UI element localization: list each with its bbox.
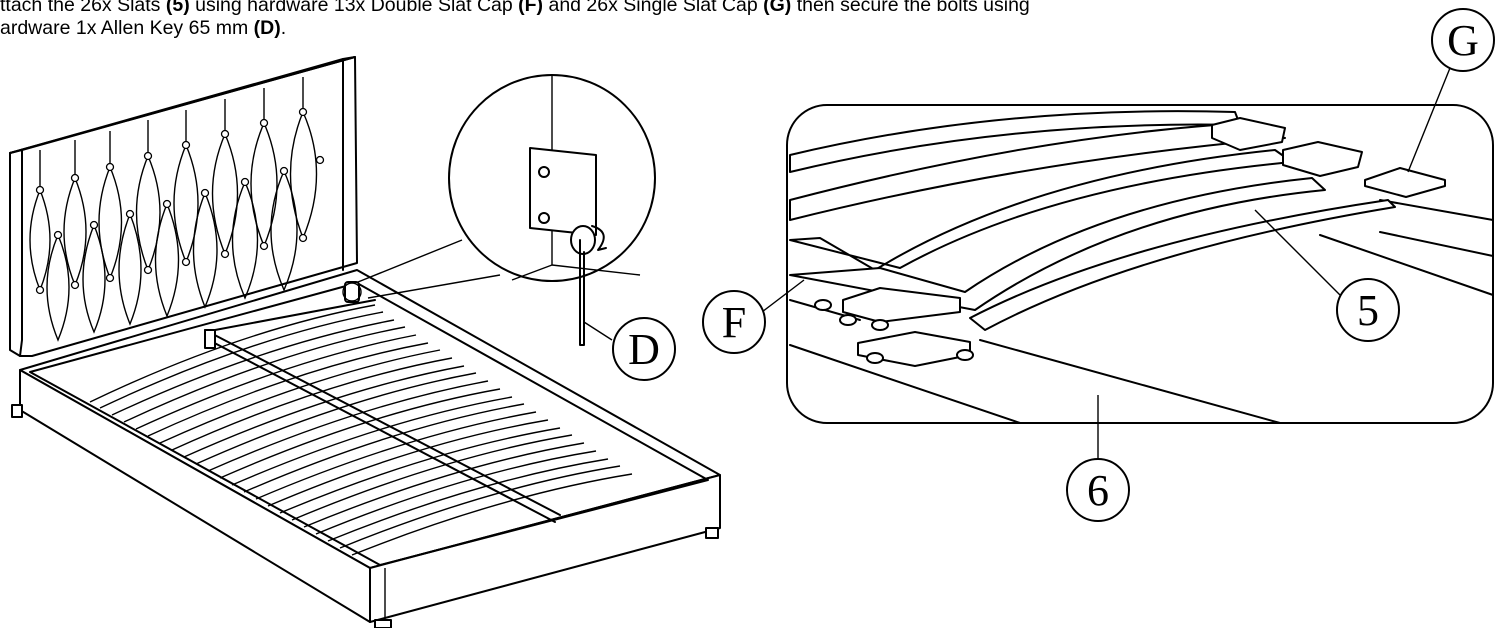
bolt-head: [570, 225, 596, 255]
double-slat-cap: [842, 287, 961, 323]
slat-end-cap: [1211, 117, 1286, 151]
single-slat-cap: [1364, 167, 1446, 198]
line1-segment: ttach the 26x Slats: [0, 0, 166, 16]
callout-F: F: [702, 290, 766, 354]
bed-slats: [89, 304, 633, 556]
callout-leaders: [583, 67, 1451, 460]
callout-5: 5: [1336, 278, 1400, 342]
line2-segment: ardware 1x Allen Key 65 mm: [0, 17, 254, 39]
line2-segment: .: [280, 17, 287, 39]
bolt-location: [344, 281, 360, 303]
callout-6: 6: [1066, 458, 1130, 522]
line1-segment: using hardware 13x Double Slat Cap: [189, 0, 519, 16]
callout-label-5: 5: [1357, 286, 1379, 335]
bed-frame-foot: [369, 474, 721, 623]
line1-segment: (5): [165, 0, 190, 16]
callout-label-D: D: [628, 325, 660, 374]
callout-label-6: 6: [1087, 466, 1109, 515]
bolt-detail-magnifier: [357, 74, 656, 346]
callout-label-G: G: [1447, 16, 1479, 65]
bed-drawing: [9, 56, 721, 628]
callout-label-F: F: [722, 298, 746, 347]
instruction-line-2: ardware 1x Allen Key 65 mm (D).: [0, 17, 1030, 40]
slat-end-cap: [1282, 141, 1363, 177]
line1-segment: and 26x Single Slat Cap: [543, 0, 764, 16]
line2-segment: (D): [253, 17, 281, 39]
headboard-buttons: [35, 107, 325, 295]
detail-slats: [789, 110, 1396, 331]
instruction-text: ttach the 26x Slats (5) using hardware 1…: [0, 0, 1030, 40]
instruction-line-1: ttach the 26x Slats (5) using hardware 1…: [0, 0, 1030, 17]
line1-segment: then secure the bolts using: [791, 0, 1030, 16]
callout-G: G: [1431, 8, 1495, 72]
line1-segment: (F): [518, 0, 544, 16]
callout-D: D: [612, 317, 676, 381]
line1-segment: (G): [763, 0, 792, 16]
slat-detail-panel: [786, 104, 1494, 424]
